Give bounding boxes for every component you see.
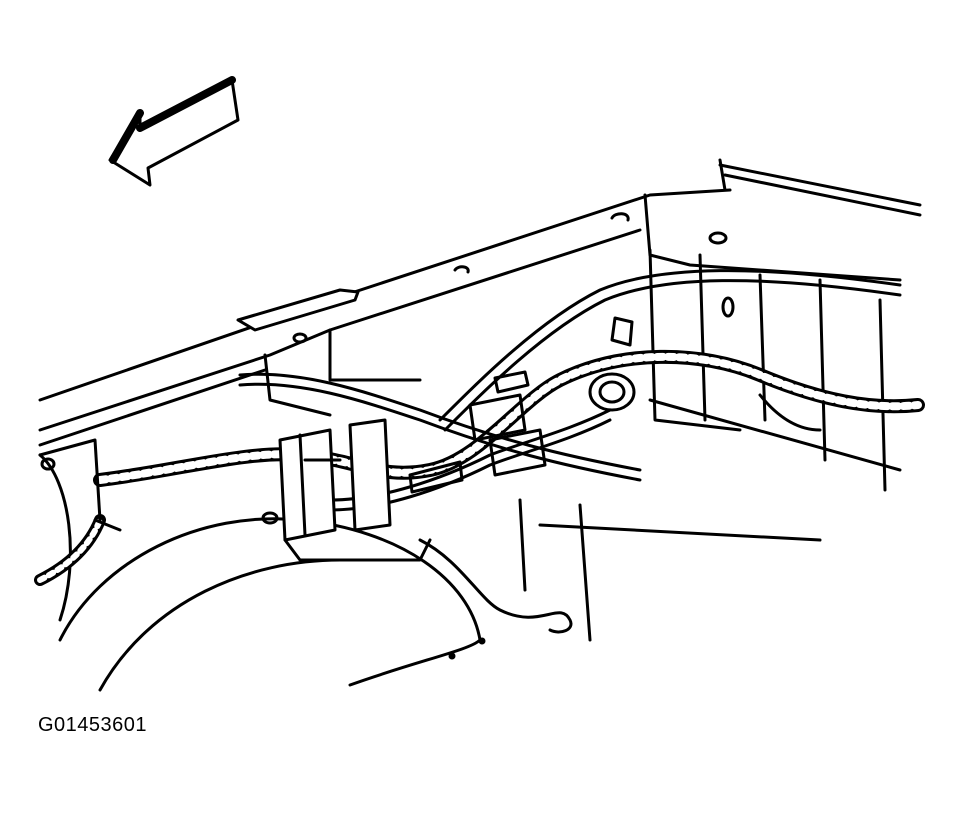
mounting-bracket xyxy=(261,418,432,562)
connector-group xyxy=(408,316,634,494)
wiring-harness xyxy=(34,349,925,586)
grommet xyxy=(588,372,636,412)
figure-id-label: G01453601 xyxy=(38,714,148,736)
direction-arrow-icon xyxy=(108,76,240,187)
left-panel xyxy=(38,438,122,532)
body-rail xyxy=(38,188,732,447)
